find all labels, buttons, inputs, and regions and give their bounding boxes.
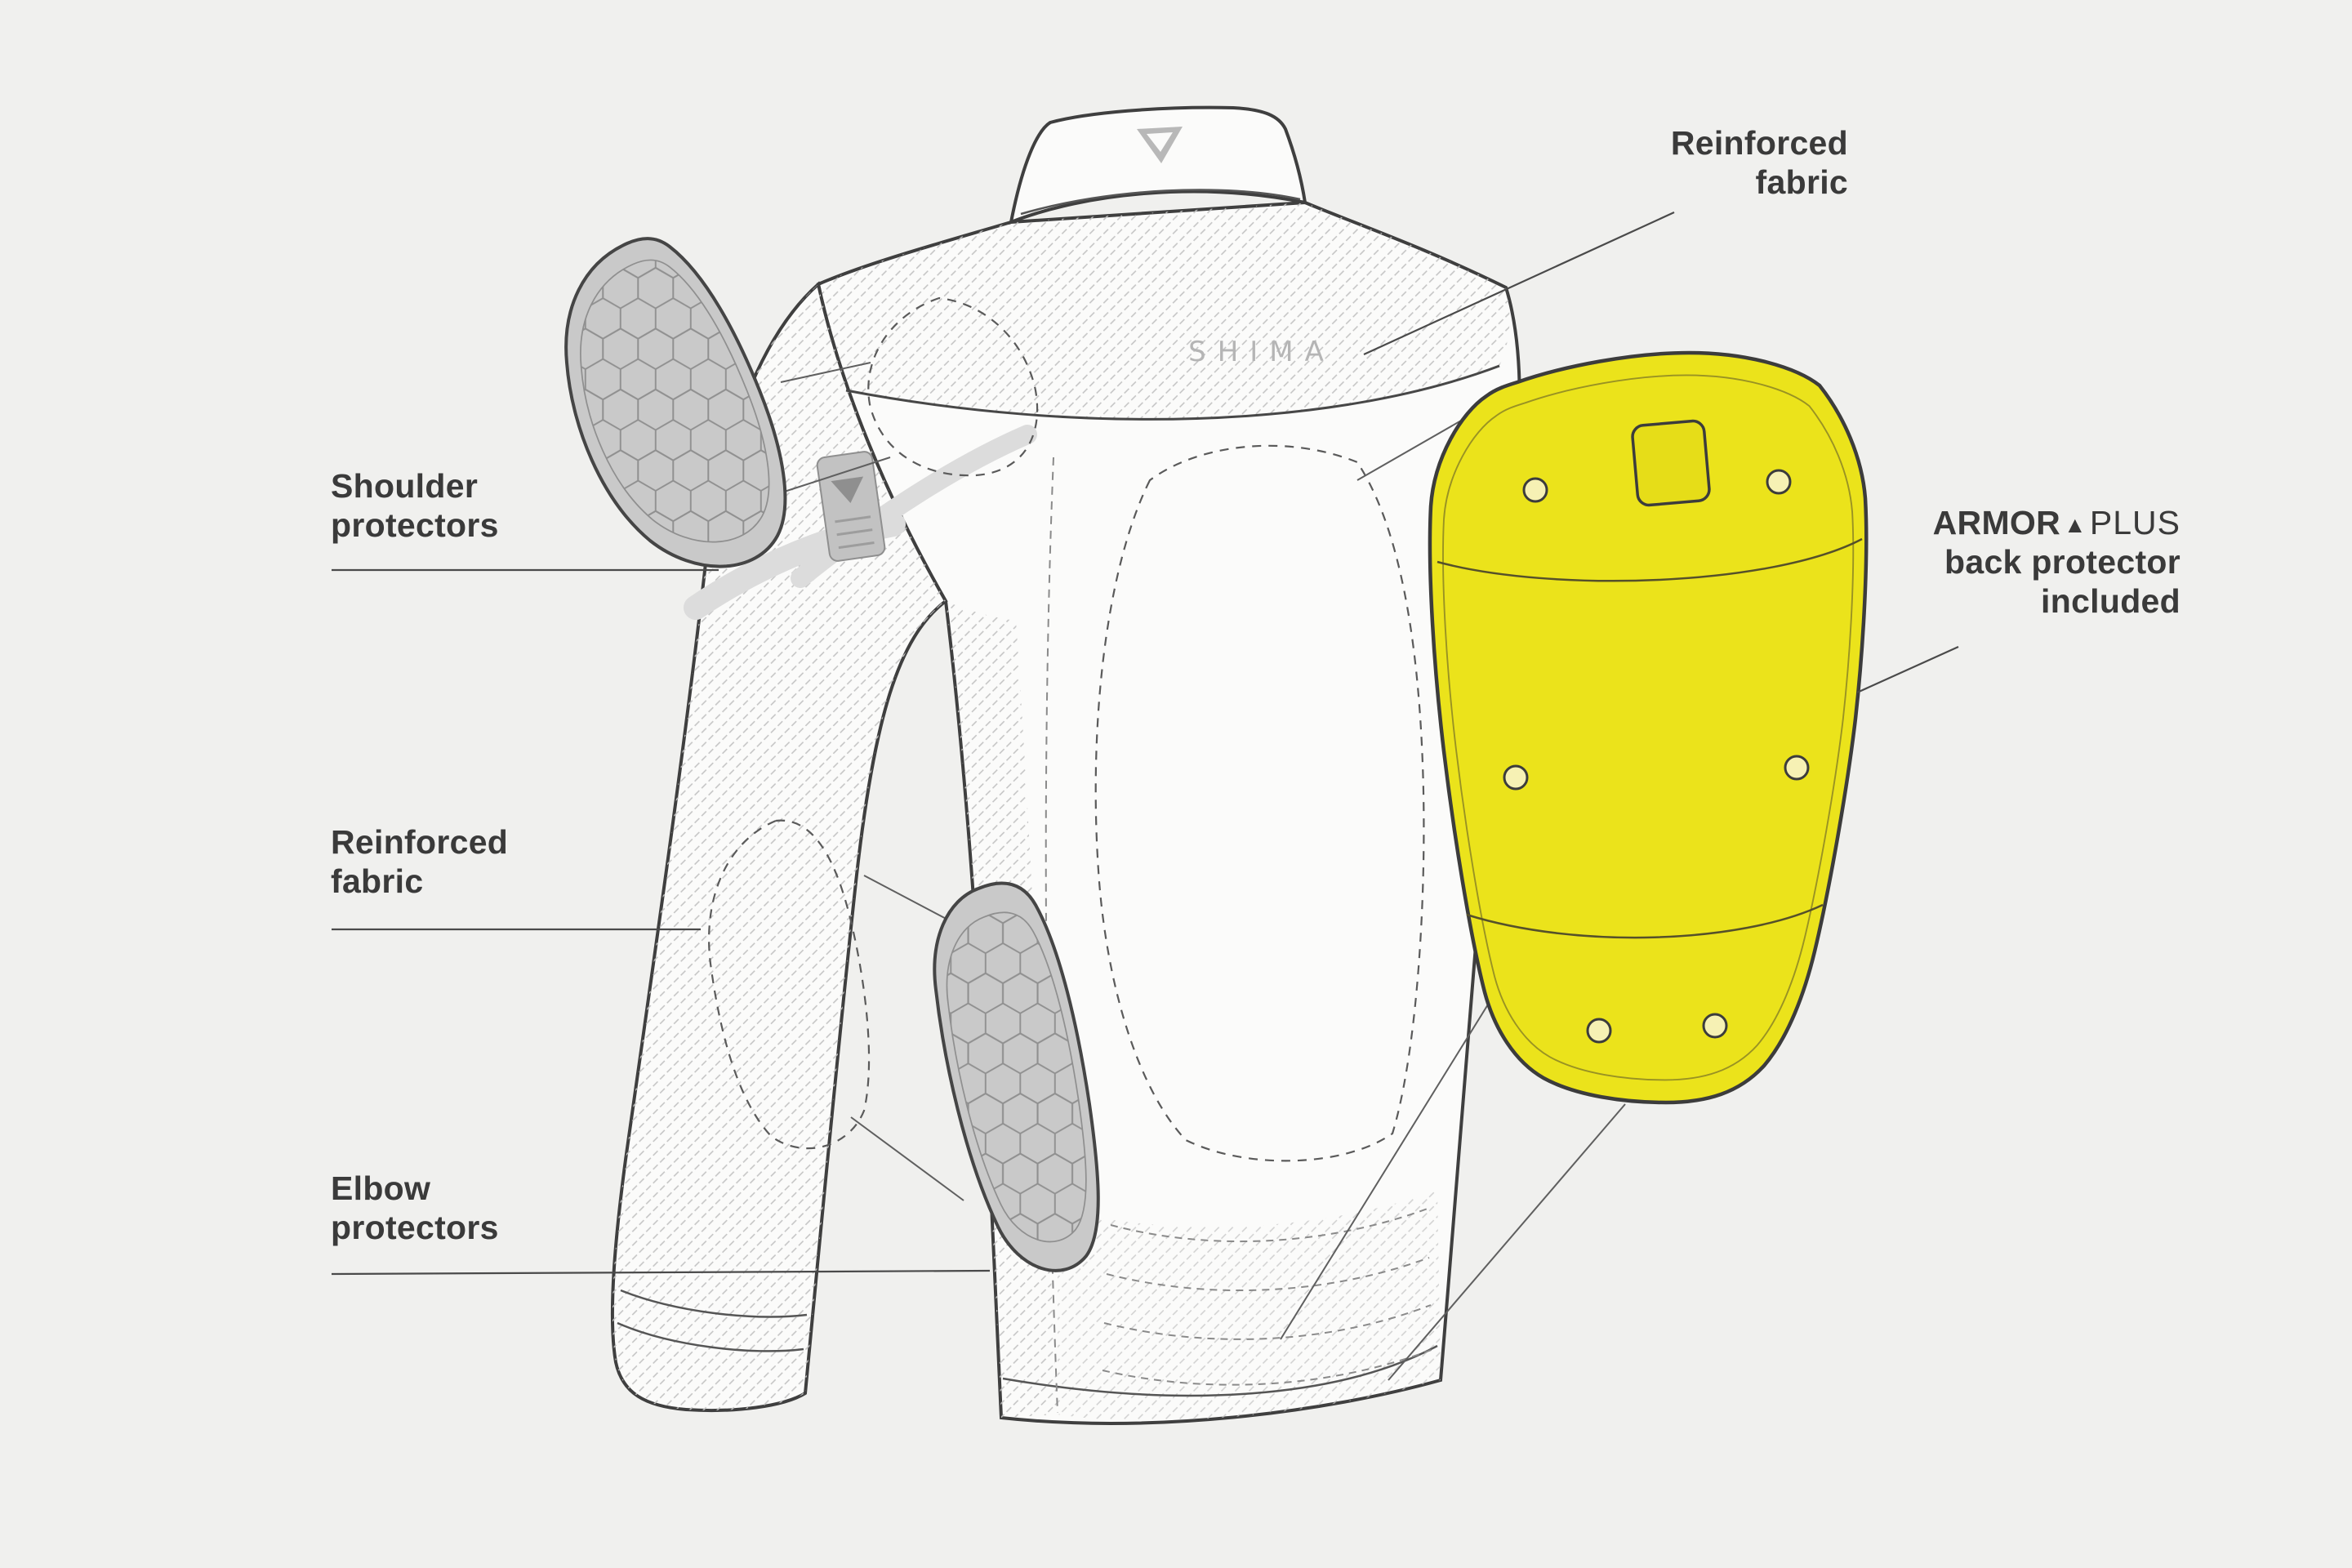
yoke-seam bbox=[845, 364, 1500, 421]
label-reinforced-fabric-left: Reinforced fabric bbox=[331, 823, 508, 902]
back-protector bbox=[1430, 353, 1866, 1102]
label-line: Reinforced bbox=[331, 823, 509, 861]
shoulder-pad-pocket-outline bbox=[867, 296, 1039, 477]
cuff-seam-1 bbox=[620, 1289, 808, 1318]
shoulder-protector-pad bbox=[564, 237, 787, 568]
label-line: Shoulder bbox=[331, 467, 479, 505]
collar bbox=[1009, 105, 1307, 225]
label-line: protectors bbox=[331, 506, 499, 544]
reinforced-yoke-panel bbox=[818, 203, 1510, 420]
label-line: fabric bbox=[331, 862, 424, 900]
back-protector-vent bbox=[1631, 419, 1711, 507]
armor-brand-suffix: PLUS bbox=[2089, 504, 2180, 541]
leader-reinforced-fabric-top bbox=[1363, 211, 1675, 356]
cuff-seam-2 bbox=[617, 1321, 804, 1352]
back-protector-vent-holes bbox=[1503, 469, 1810, 1044]
back-protector-connector-bottom-1 bbox=[1280, 1004, 1489, 1340]
label-elbow-protectors: Elbow protectors bbox=[331, 1169, 499, 1248]
left-sleeve-hatch bbox=[612, 284, 946, 1411]
back-protector-upper-seam bbox=[1437, 537, 1863, 582]
hem-panel bbox=[1058, 1191, 1441, 1421]
label-reinforced-fabric-top: Reinforced fabric bbox=[1671, 124, 1848, 203]
label-line: protectors bbox=[331, 1208, 499, 1246]
leader-back-protector bbox=[1856, 645, 1959, 694]
armor-logo-icon: ▲ bbox=[2064, 512, 2087, 537]
elbow-pad-connector-2 bbox=[850, 1116, 964, 1201]
armor-brand-text: ARMOR bbox=[1932, 504, 2060, 541]
quilting-lines bbox=[1102, 1208, 1434, 1386]
shoulder-pad-hex-core bbox=[580, 259, 770, 543]
collar-inner-seam bbox=[1020, 189, 1301, 216]
back-protector-pocket-outline bbox=[1094, 444, 1425, 1162]
label-line: Reinforced bbox=[1670, 124, 1848, 162]
label-line: Elbow bbox=[331, 1169, 431, 1207]
leader-elbow-protectors bbox=[331, 1269, 991, 1276]
label-line: fabric bbox=[1755, 163, 1848, 201]
leader-lines bbox=[331, 211, 1959, 1276]
label-back-protector: ARMOR▲PLUS back protector included bbox=[1933, 504, 2180, 621]
label-line: back protector bbox=[1944, 542, 2180, 581]
elbow-pad-connector-1 bbox=[863, 875, 955, 924]
collar-logo-inner bbox=[1147, 132, 1173, 152]
label-shoulder-protectors: Shoulder protectors bbox=[331, 467, 499, 546]
back-protector-connector-bottom-2 bbox=[1388, 1103, 1626, 1381]
armor-brand-line: ARMOR▲PLUS bbox=[1933, 504, 2180, 543]
elbow-pad-pocket-outline bbox=[708, 819, 871, 1150]
hem-seam bbox=[1002, 1344, 1438, 1397]
shoulder-pad-connector-1 bbox=[780, 362, 871, 383]
back-logo-text: SHIMA bbox=[1188, 336, 1335, 368]
shoulder-tag bbox=[816, 451, 886, 562]
label-line: included bbox=[2041, 581, 2180, 620]
back-protector-lower-seam bbox=[1466, 903, 1824, 939]
shoulder-pad-connector-2 bbox=[773, 457, 891, 496]
